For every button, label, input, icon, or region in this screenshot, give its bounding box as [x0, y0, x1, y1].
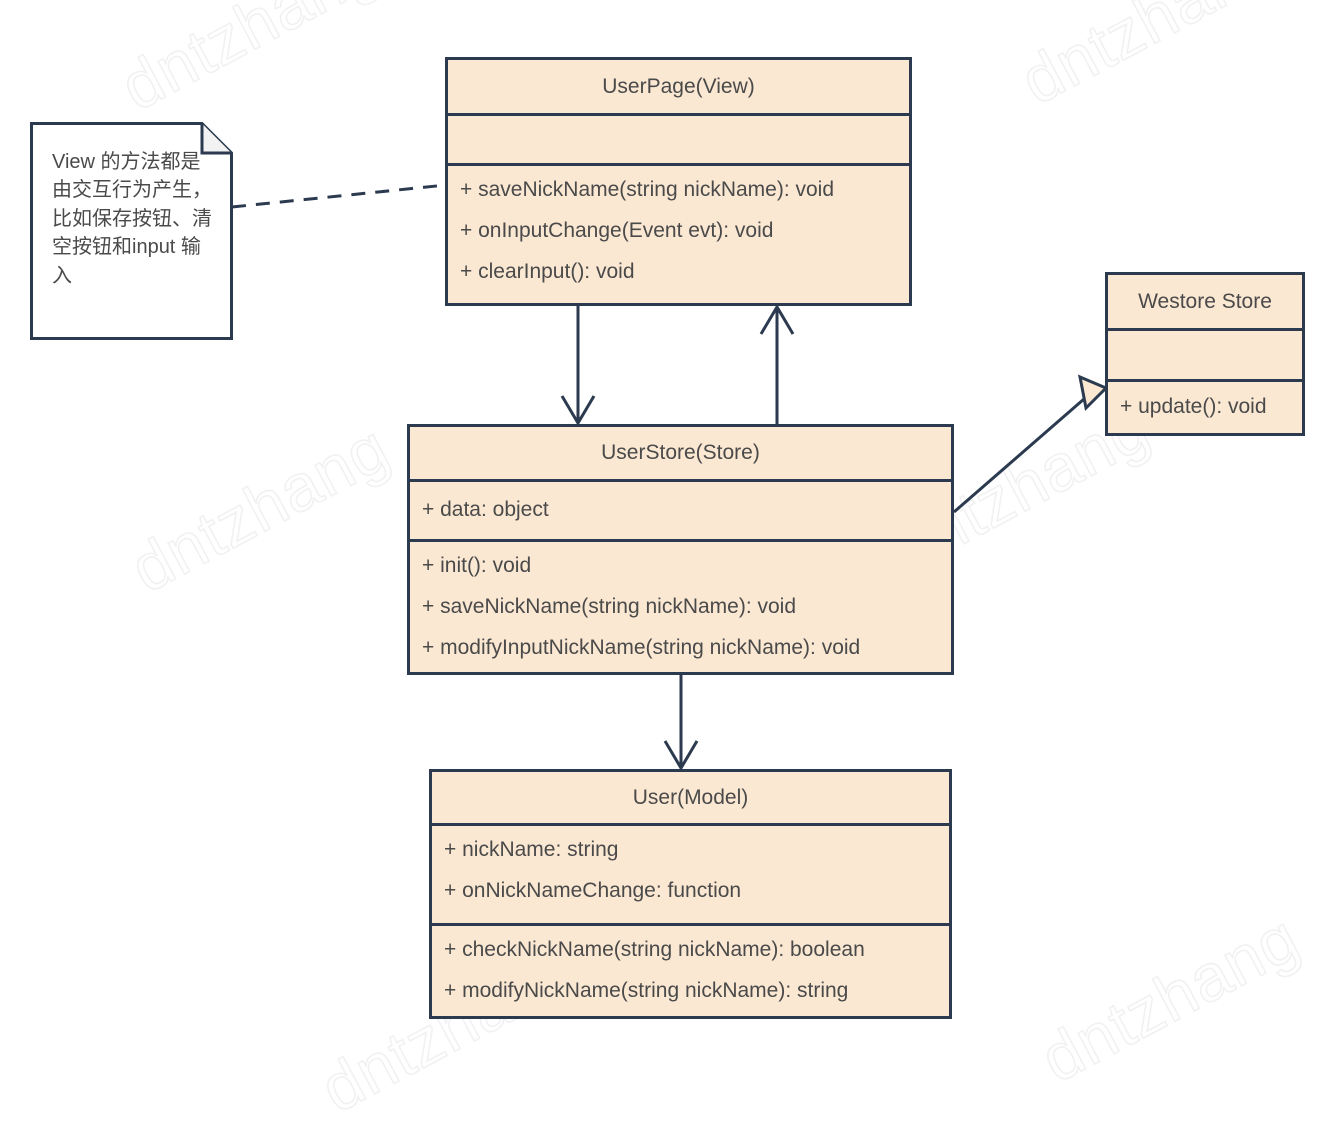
class-method: + init(): void: [422, 554, 532, 577]
class-method: + checkNickName(string nickName): boolea…: [444, 938, 865, 961]
class-method: + saveNickName(string nickName): void: [422, 594, 797, 618]
arrowhead-open-down: [663, 740, 699, 771]
class-attribute: + nickName: string: [444, 838, 619, 861]
class-methods-section: + saveNickName(string nickName): void + …: [448, 163, 909, 303]
class-attributes-section: + data: object: [410, 479, 951, 539]
class-attributes-section: [448, 113, 909, 163]
class-name: Westore Store: [1138, 289, 1272, 313]
class-method: + saveNickName(string nickName): void: [460, 178, 835, 201]
note-shape: [30, 122, 233, 340]
class-box-userstore[interactable]: UserStore(Store) + data: object + init()…: [407, 424, 954, 675]
arrowhead-open-down: [560, 395, 596, 426]
class-method: + modifyInputNickName(string nickName): …: [422, 635, 861, 659]
class-method: + onInputChange(Event evt): void: [460, 218, 774, 242]
arrowhead-open-up: [759, 304, 795, 335]
class-method: + update(): void: [1120, 395, 1267, 419]
class-name: UserPage(View): [602, 74, 755, 98]
class-name: UserStore(Store): [601, 441, 760, 465]
watermark: dntzhang: [108, 0, 391, 125]
class-box-userpage[interactable]: UserPage(View) + saveNickName(string nic…: [445, 57, 912, 306]
note-body: [30, 122, 233, 340]
class-name-section: User(Model): [432, 772, 949, 823]
class-method: + modifyNickName(string nickName): strin…: [444, 978, 849, 1002]
note-fold-icon: [200, 123, 232, 155]
arrowhead-generalization: [1077, 374, 1109, 412]
class-name-section: Westore Store: [1108, 275, 1302, 328]
note-text: View 的方法都是由交互行为产生，比如保存按钮、清空按钮和input 输入: [52, 151, 212, 287]
diagram-canvas: dntzhang dntzhang dntzhang dntzhang dntz…: [30, 0, 1311, 1127]
class-attribute: + onNickNameChange: function: [444, 878, 742, 902]
watermark: dntzhang: [1008, 0, 1291, 119]
class-attribute: + data: object: [422, 498, 549, 522]
class-attributes-section: [1108, 328, 1302, 379]
class-methods-section: + checkNickName(string nickName): boolea…: [432, 923, 949, 1016]
class-methods-section: + init(): void + saveNickName(string nic…: [410, 539, 951, 672]
connector-note-to-userpage: [231, 183, 447, 209]
watermark: dntzhang: [118, 409, 401, 607]
class-name-section: UserPage(View): [448, 60, 909, 113]
class-attributes-section: + nickName: string + onNickNameChange: f…: [432, 823, 949, 923]
class-box-westore[interactable]: Westore Store + update(): void: [1105, 272, 1305, 436]
connector-userstore-to-westore: [953, 397, 1085, 514]
watermark: dntzhang: [1028, 899, 1311, 1097]
class-methods-section: + update(): void: [1108, 379, 1302, 433]
class-box-user[interactable]: User(Model) + nickName: string + onNickN…: [429, 769, 952, 1019]
class-method: + clearInput(): void: [460, 259, 635, 283]
note-view-methods: View 的方法都是由交互行为产生，比如保存按钮、清空按钮和input 输入: [30, 122, 233, 340]
class-name: User(Model): [632, 785, 749, 809]
class-name-section: UserStore(Store): [410, 427, 951, 479]
